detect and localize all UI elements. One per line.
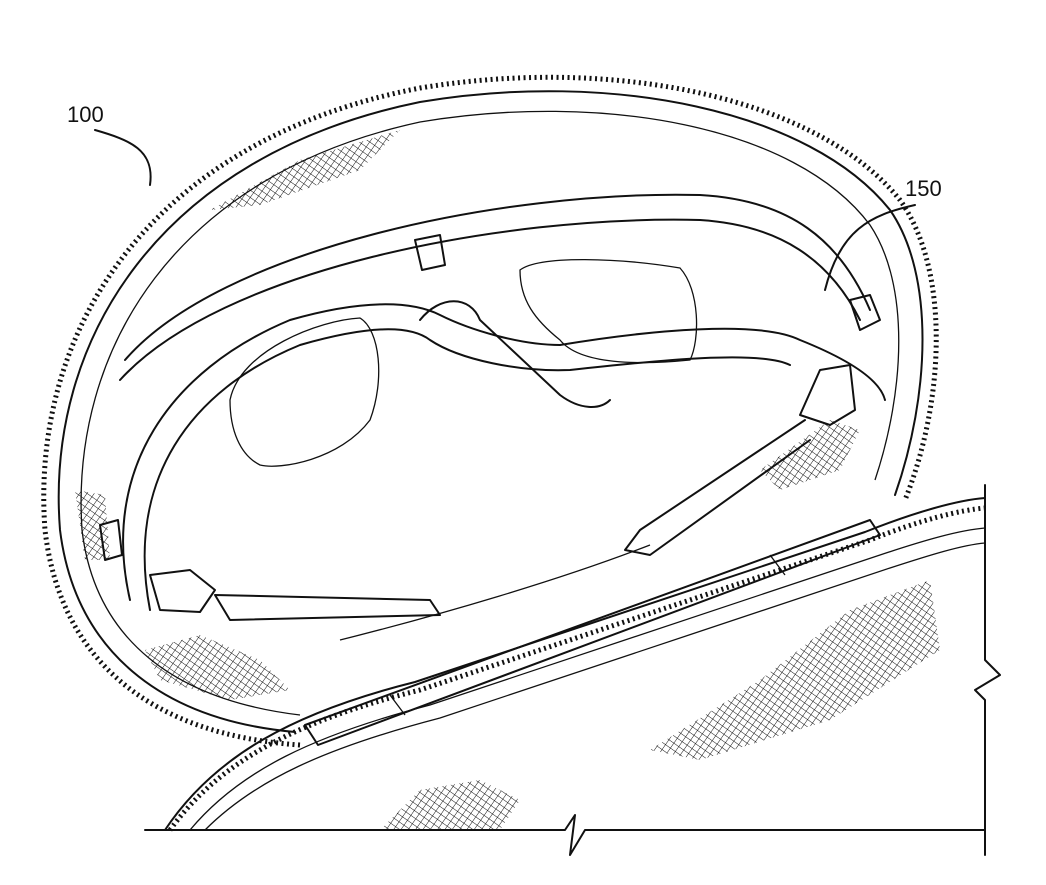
leader-150 bbox=[824, 204, 916, 291]
case-base bbox=[144, 484, 1001, 856]
leader-100 bbox=[94, 129, 152, 186]
case-lid bbox=[41, 74, 939, 748]
hinge bbox=[304, 519, 881, 746]
reference-numeral-eyewear: 150 bbox=[905, 176, 942, 201]
reference-numeral-case: 100 bbox=[67, 102, 104, 127]
eyewear bbox=[99, 193, 886, 641]
